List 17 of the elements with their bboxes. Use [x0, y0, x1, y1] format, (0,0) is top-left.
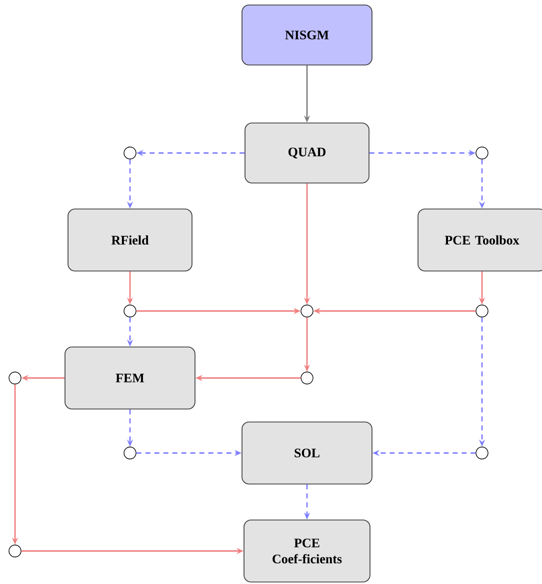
- junction-circle: [124, 146, 136, 160]
- process-box: PCE Toolbox: [418, 208, 542, 272]
- process-box: FEM: [64, 346, 196, 410]
- process-box: SOL: [242, 422, 372, 484]
- junction-circle: [300, 372, 314, 384]
- junction-circle: [476, 146, 488, 160]
- junction-circle: [476, 304, 488, 318]
- process-box: PCE Coef-ficients: [244, 520, 370, 582]
- junction-circle: [300, 304, 314, 318]
- junction-circle: [124, 446, 136, 460]
- process-box: RField: [68, 208, 192, 272]
- junction-circle: [476, 446, 488, 460]
- process-box: QUAD: [244, 122, 370, 184]
- junction-circle: [8, 372, 22, 384]
- junction-circle: [8, 544, 22, 558]
- process-box: NISGM: [242, 4, 372, 66]
- junction-circle: [124, 304, 136, 318]
